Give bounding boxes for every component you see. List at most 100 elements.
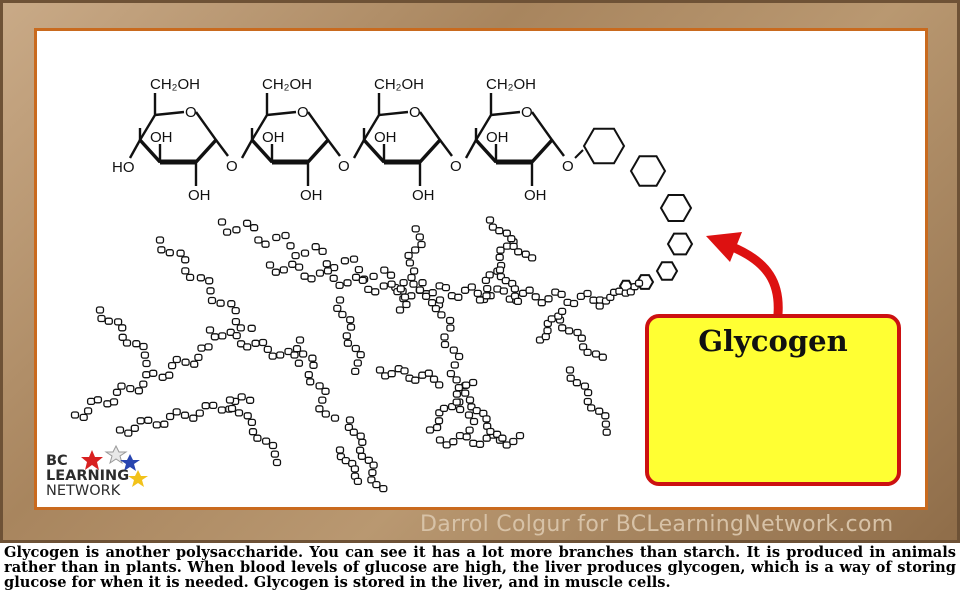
- glucose-bead: [122, 339, 132, 347]
- glucose-bead: [502, 229, 511, 237]
- glucose-bead: [140, 351, 150, 359]
- glucose-bead: [454, 383, 464, 392]
- glucose-bead: [207, 296, 217, 305]
- glucose-bead: [83, 407, 93, 415]
- glycogen-callout: Glycogen: [645, 314, 901, 486]
- glucose-bead: [367, 476, 376, 484]
- glucose-bead: [431, 304, 441, 313]
- glucose-bead: [356, 351, 365, 359]
- glucose-bead: [261, 437, 271, 445]
- glucose-bead: [142, 371, 151, 379]
- glucose-bead: [290, 351, 299, 359]
- glucose-bead: [485, 216, 495, 224]
- glucose-bead: [247, 418, 257, 427]
- glucose-bead: [197, 344, 206, 352]
- glucose-bead: [113, 318, 123, 326]
- glucose-bead: [307, 275, 316, 283]
- watermark: Darrol Colgur for BCLearningNetwork.com: [420, 512, 894, 537]
- glucose-bead: [468, 378, 478, 387]
- glucose-bead: [527, 254, 537, 262]
- linkage-oxygen-label: O: [450, 158, 462, 175]
- caption-text: Glycogen is another polysaccharide. You …: [4, 544, 956, 591]
- glucose-bead: [247, 324, 256, 332]
- glucose-bead: [268, 441, 278, 450]
- glucose-bead: [473, 289, 482, 298]
- glucose-bead: [446, 369, 456, 378]
- glucose-bead: [315, 269, 325, 277]
- glucose-bead: [136, 417, 145, 425]
- glucose-bead: [204, 343, 213, 351]
- glucose-bead: [181, 358, 190, 366]
- callout-label: Glycogen: [698, 324, 848, 358]
- glucose-bead: [195, 409, 204, 417]
- glucose-bead: [298, 350, 308, 358]
- hexagon-unit: [582, 127, 626, 165]
- glucose-bead: [509, 437, 518, 446]
- glucose-bead: [486, 427, 495, 436]
- glucose-bead: [311, 243, 320, 251]
- glucose-bead: [454, 352, 464, 361]
- glucose-bead: [86, 397, 96, 406]
- glucose-bead: [400, 367, 409, 375]
- glucose-bead: [232, 331, 241, 340]
- glucose-bead: [380, 266, 389, 274]
- glucose-bead: [225, 396, 235, 404]
- glucose-bead: [115, 426, 125, 434]
- glucose-bead: [335, 446, 345, 454]
- glucose-bead: [355, 446, 365, 454]
- glucose-bead: [97, 314, 106, 323]
- glucose-bead: [525, 286, 534, 294]
- oh-label: OH: [150, 129, 173, 146]
- glucose-bead: [350, 465, 360, 473]
- glucose-bead: [132, 340, 141, 348]
- glucose-bead: [109, 398, 119, 406]
- glucose-bead: [343, 279, 352, 287]
- glucose-bead: [322, 260, 331, 268]
- glucose-bead: [118, 333, 127, 341]
- glucose-bead: [258, 338, 268, 347]
- glucose-bead: [333, 304, 342, 313]
- linkage-oxygen-label: O: [226, 158, 238, 175]
- glucose-bead: [601, 412, 610, 420]
- glucose-bead: [435, 381, 444, 389]
- glucose-bead: [357, 452, 367, 460]
- glucose-bead: [346, 316, 355, 324]
- glucose-bead: [537, 299, 546, 307]
- glucose-bead: [467, 283, 476, 291]
- glucose-bead: [440, 340, 450, 349]
- hexagon-unit: [629, 155, 667, 187]
- glucose-bead: [442, 441, 451, 449]
- glucose-bead: [375, 366, 385, 374]
- glucose-bead: [435, 296, 445, 304]
- glucose-bead: [583, 397, 592, 406]
- glucose-bead: [351, 367, 360, 376]
- glucose-bead: [340, 257, 350, 265]
- glucose-bead: [272, 233, 281, 242]
- glucose-bead: [254, 236, 263, 244]
- glucose-bead: [112, 388, 122, 396]
- glucose-bead: [315, 405, 324, 413]
- glucose-bead: [587, 404, 596, 412]
- glucose-bead: [139, 342, 148, 351]
- callout-arrow: [706, 232, 783, 319]
- ch2oh-label: CH₂OH: [486, 76, 536, 93]
- glucose-bead: [306, 378, 315, 386]
- glucose-bead: [358, 276, 367, 285]
- glucose-bead: [358, 438, 367, 446]
- glucose-bead: [118, 324, 127, 332]
- glucose-bead: [595, 407, 604, 415]
- hexagon-unit: [666, 232, 694, 256]
- glucose-bead: [434, 417, 444, 425]
- glucose-bead: [194, 353, 203, 362]
- glucose-bead: [329, 274, 338, 282]
- glucose-bead: [291, 251, 300, 260]
- glucose-bead: [142, 359, 151, 368]
- glucose-bead: [126, 384, 135, 393]
- glucose-bead: [475, 296, 485, 304]
- glucose-bead: [315, 382, 324, 390]
- glucose-bead: [160, 420, 169, 428]
- glucose-bead: [432, 423, 442, 432]
- glucose-bead: [583, 388, 593, 397]
